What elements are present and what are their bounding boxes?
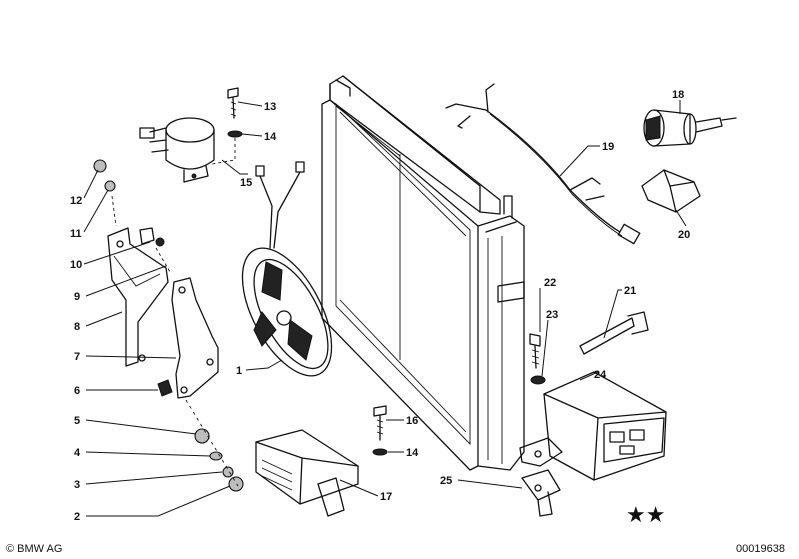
control-box-24: [543, 371, 667, 481]
mount-bracket-25: [521, 469, 561, 517]
washer-11: [104, 180, 116, 192]
callout-10: 10: [70, 259, 82, 271]
callout-4: 4: [74, 447, 81, 459]
leader-lines: [83, 100, 687, 517]
temperature-switch-18: [643, 109, 737, 147]
callout-16: 16: [406, 415, 418, 427]
callout-21: 21: [624, 285, 636, 297]
callout-14: 14: [264, 131, 277, 143]
callout-24: 24: [594, 369, 607, 381]
copyright-text: © BMW AG: [6, 543, 62, 555]
callout-3: 3: [74, 479, 80, 491]
star-marks: ★★: [626, 503, 665, 528]
diagram-number: 00019638: [736, 543, 785, 555]
callout-labels: 13 14 15 12 11 10 9 8 7 6 5 4 3 2 1 16 1…: [70, 89, 690, 523]
bracket-8: [107, 227, 169, 367]
washer-3: [222, 466, 234, 478]
washer-14-top: [227, 130, 243, 138]
washer-14-lower: [372, 448, 388, 456]
nut-2: [228, 476, 244, 492]
radiator: [321, 75, 525, 471]
bracket-7: [171, 277, 219, 399]
callout-14-lower: 14: [406, 447, 419, 459]
callout-20: 20: [678, 229, 690, 241]
wire-harness-19: [445, 83, 641, 245]
screw-10: [139, 227, 165, 247]
cooling-fan: [241, 161, 333, 377]
callout-6: 6: [74, 385, 80, 397]
relay-15: [139, 117, 215, 183]
callout-15: 15: [240, 177, 252, 189]
clip-20: [641, 169, 701, 213]
callout-2: 2: [74, 511, 80, 523]
callout-1: 1: [236, 365, 242, 377]
nut-12: [93, 159, 107, 173]
callout-11: 11: [70, 228, 82, 240]
nut-5: [194, 428, 210, 444]
control-unit-17: [255, 429, 359, 517]
bolt-6: [157, 379, 173, 397]
strap-21: [579, 311, 649, 355]
callout-13: 13: [264, 101, 276, 113]
callout-22: 22: [544, 277, 556, 289]
callout-9: 9: [74, 291, 80, 303]
washer-23: [530, 375, 546, 385]
callout-25: 25: [440, 475, 452, 487]
callout-5: 5: [74, 415, 80, 427]
bolt-13: [227, 87, 239, 119]
callout-23: 23: [546, 309, 558, 321]
callout-7: 7: [74, 351, 80, 363]
screw-22: [529, 333, 541, 369]
callout-17: 17: [380, 491, 392, 503]
callout-18: 18: [672, 89, 684, 101]
callout-19: 19: [602, 141, 614, 153]
callout-12: 12: [70, 195, 82, 207]
callout-8: 8: [74, 321, 80, 333]
bolt-16: [373, 405, 387, 441]
